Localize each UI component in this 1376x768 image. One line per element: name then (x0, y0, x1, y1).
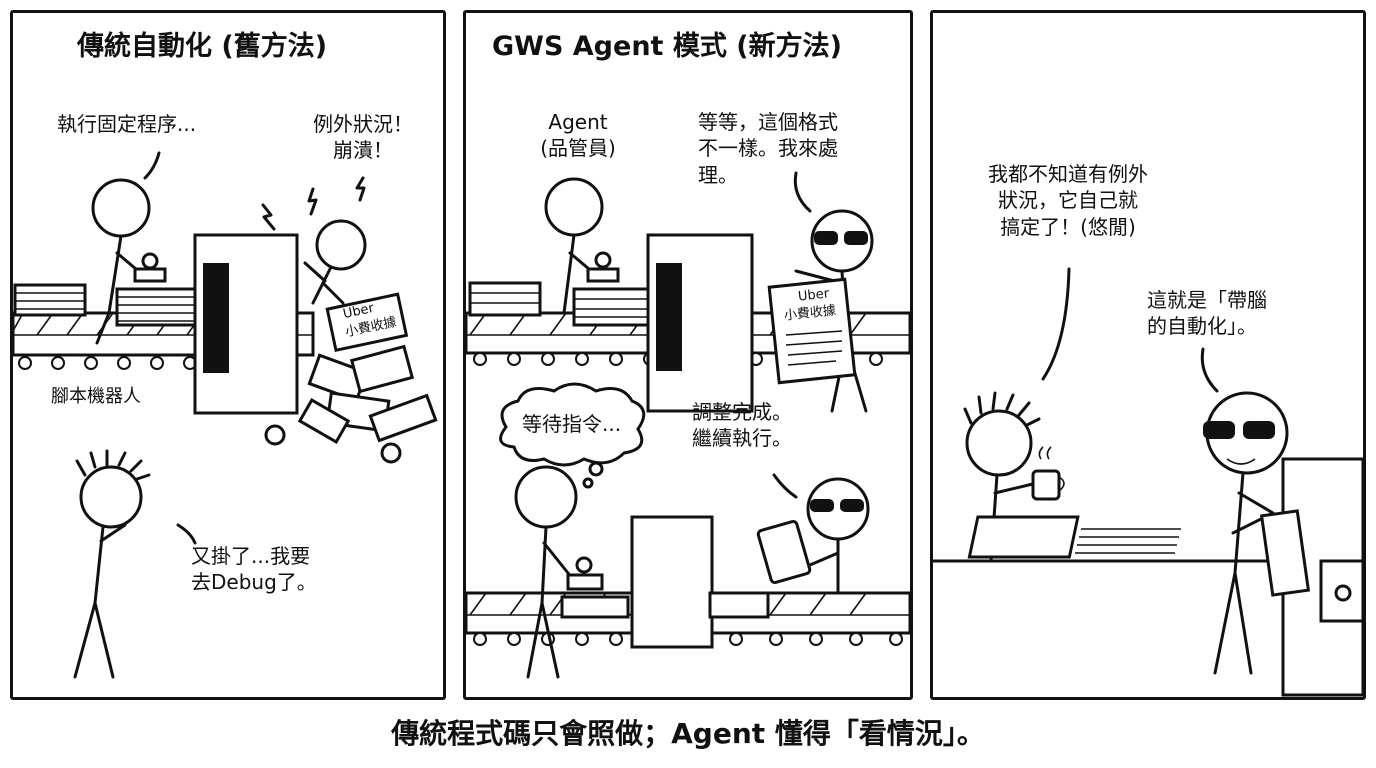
bot-speech: 執行固定程序... (57, 112, 197, 136)
resume-line2: 繼續執行。 (692, 426, 792, 451)
dev-line1: 又掛了...我要 (191, 544, 311, 568)
panel-title: GWS Agent 模式 (新方法) (492, 31, 842, 62)
developer-speech: 又掛了...我要 去Debug了。 (191, 543, 317, 596)
handle-line3: 理。 (698, 162, 738, 187)
panel-3-illustration (933, 267, 1363, 697)
agent-speech: 這就是「帶腦 的自動化」。 (1147, 287, 1267, 340)
machine-label: 腳本機器人 (51, 386, 141, 407)
coffee-cup (1031, 469, 1061, 501)
panel-agent-mode: GWS Agent 模式 (新方法) (463, 10, 913, 700)
panel-1-illustration (13, 151, 438, 679)
agent-line2: 的自動化」。 (1147, 314, 1257, 339)
uber-receipt-held (767, 277, 857, 385)
exception-line2: 崩潰！ (333, 138, 393, 163)
panel-old-method: 傳統自動化 (舊方法) (10, 10, 446, 700)
agent-head (544, 177, 604, 237)
panel-relaxed: 我都不知道有例外 狀況，它自己就 搞定了！(悠閒) 這就是「帶腦 的自動化」。 (930, 10, 1366, 700)
tablet (756, 519, 812, 585)
handle-speech: 等等，這個格式 不一樣。我來處 理。 (698, 109, 838, 188)
panel-title: 傳統自動化 (舊方法) (77, 31, 328, 62)
thought-text: 等待指令... (522, 412, 622, 436)
agent-line1: 這就是「帶腦 (1147, 288, 1267, 312)
resume-speech: 調整完成。 繼續執行。 (692, 399, 792, 452)
human-speech: 我都不知道有例外 狀況，它自己就 搞定了！(悠閒) (943, 161, 1193, 240)
resume-line1: 調整完成。 (692, 400, 792, 424)
agent-label-line1: Agent (548, 110, 608, 134)
comic-caption: 傳統程式碼只會照做；Agent 懂得「看情況」。 (391, 717, 985, 750)
waiting-agent-head (514, 465, 578, 529)
human-line3: 搞定了！(悠閒) (1000, 214, 1136, 239)
lower-machine (630, 515, 714, 649)
exception-speech: 例外狀況！ 崩潰！ (293, 111, 433, 164)
handle-line1: 等等，這個格式 (698, 110, 838, 134)
thought-bubble (499, 382, 646, 467)
robot-head (91, 178, 151, 238)
human-line1: 我都不知道有例外 (988, 162, 1148, 186)
agent-label-line2: (品管員) (540, 136, 616, 161)
panel-2-illustration (466, 171, 910, 679)
human-line2: 狀況，它自己就 (998, 188, 1138, 213)
uber-receipt (325, 292, 409, 353)
agent-label: Agent (品管員) (518, 109, 638, 162)
relaxed-human-head (965, 409, 1033, 477)
dev-line2: 去Debug了。 (191, 570, 317, 595)
exception-line1: 例外狀況！ (313, 112, 413, 136)
handle-line2: 不一樣。我來處 (698, 136, 838, 161)
developer-head (79, 465, 143, 529)
